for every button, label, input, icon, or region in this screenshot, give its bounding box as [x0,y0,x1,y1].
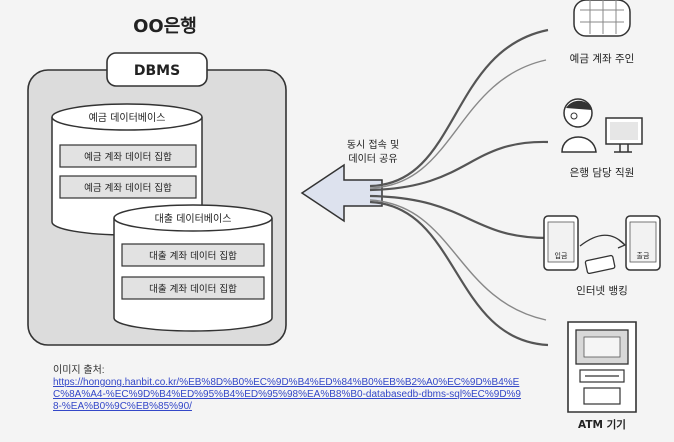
internet-banking-label: 인터넷 뱅킹 [576,285,628,297]
connection-cables [369,28,549,347]
dbms-label-box [106,52,208,87]
account-owner-label: 예금 계좌 주인 [570,52,635,65]
deposit-table-1-label: 예금 계좌 데이터 집합 [84,151,172,163]
internet-banking-icon: 입금 출금 [543,215,661,275]
account-owner-icon [573,0,631,37]
deposit-db-title: 예금 데이터베이스 [89,112,166,124]
caption-source-link[interactable]: https://hongong.hanbit.co.kr/%EB%8D%B0%E… [53,377,521,412]
deposit-database: 예금 데이터베이스 예금 계좌 데이터 집합 예금 계좌 데이터 집합 [51,103,203,236]
shared-access-arrow [300,163,383,223]
atm-machine-icon [567,321,637,413]
bank-staff-label: 은행 담당 직원 [570,167,635,179]
deposit-table-2 [59,175,197,199]
loan-db-title: 대출 데이터베이스 [155,213,232,225]
loan-database: 대출 데이터베이스 대출 계좌 데이터 집합 대출 계좌 데이터 집합 [113,204,273,332]
share-label-line-2: 데이터 공유 [348,153,397,165]
dbms-label: DBMS [134,63,180,79]
deposit-table-1 [59,144,197,168]
atm-label: ATM 기기 [578,418,626,431]
share-label-line-1: 동시 접속 및 [347,139,399,151]
loan-table-1 [121,243,265,267]
loan-table-2 [121,276,265,300]
loan-table-1-label: 대출 계좌 데이터 집합 [149,250,237,262]
image-source-caption: 이미지 출처: https://hongong.hanbit.co.kr/%EB… [53,365,523,413]
caption-label: 이미지 출처: [53,365,105,376]
deposit-table-2-label: 예금 계좌 데이터 집합 [84,182,172,194]
loan-table-2-label: 대출 계좌 데이터 집합 [149,283,237,295]
bank-title: OO은행 [133,16,197,37]
ib-right-screen-label: 출금 [637,251,650,260]
ib-left-screen-label: 입금 [555,252,568,260]
bank-staff-icon [561,98,643,153]
